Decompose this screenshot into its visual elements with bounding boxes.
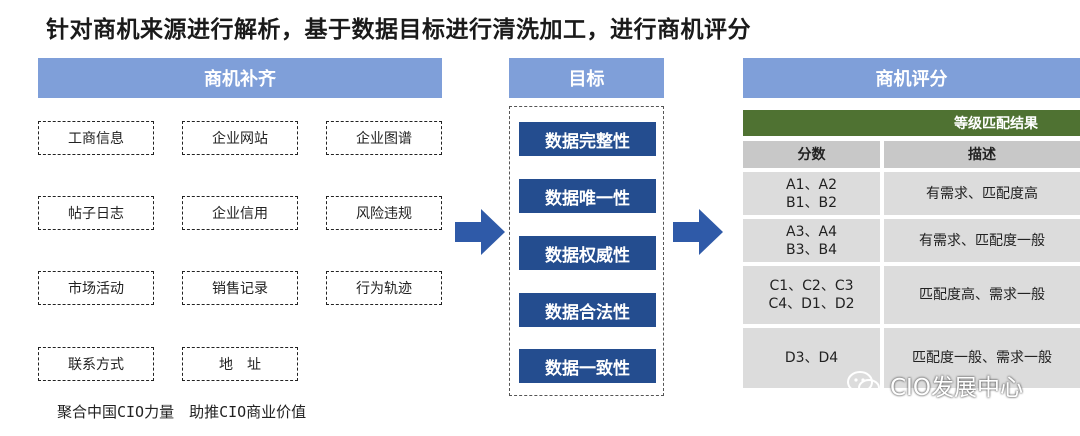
source-item: 行为轨迹 (326, 271, 442, 305)
goal-panel-header: 目标 (509, 58, 664, 98)
score-cell: C1、C2、C3 C4、D1、D2 (743, 266, 880, 324)
score-cell: A3、A4 B3、B4 (743, 219, 880, 262)
source-item: 帖子日志 (38, 196, 154, 230)
desc-cell: 有需求、匹配度一般 (884, 219, 1080, 262)
column-header-score: 分数 (743, 141, 880, 168)
source-item: 企业网站 (182, 121, 298, 155)
score-line: A1、A2 (786, 176, 837, 193)
score-line: C1、C2、C3 (769, 278, 854, 294)
source-item: 联系方式 (38, 347, 154, 381)
desc-cell: 匹配度高、需求一般 (884, 266, 1080, 324)
source-item: 企业信用 (182, 196, 298, 230)
flow-arrow-icon (455, 209, 505, 255)
watermark-text: CIO发展中心 (890, 375, 1023, 401)
desc-cell: 匹配度一般、需求一般 (884, 328, 1080, 388)
score-line: B3、B4 (785, 241, 838, 258)
source-item: 工商信息 (38, 121, 154, 155)
score-cell: D3、D4 (743, 328, 880, 388)
score-line: B1、B2 (785, 194, 838, 211)
wechat-icon (847, 371, 880, 397)
page-title: 针对商机来源进行解析，基于数据目标进行清洗加工，进行商机评分 (46, 17, 751, 43)
footer-slogan: 聚合中国CIO力量 助推CIO商业价值 (57, 403, 307, 421)
result-label: 等级匹配结果 (743, 110, 1080, 136)
goal-item: 数据唯一性 (519, 179, 656, 213)
source-item: 企业图谱 (326, 121, 442, 155)
score-cell: A1、A2 B1、B2 (743, 172, 880, 215)
goal-group: 数据完整性 数据唯一性 数据权威性 数据合法性 数据一致性 (509, 106, 664, 396)
goal-item: 数据权威性 (519, 236, 656, 270)
score-panel-header: 商机评分 (743, 58, 1080, 98)
goal-item: 数据一致性 (519, 349, 656, 383)
score-line: A3、A4 (786, 223, 837, 240)
source-item: 地 址 (182, 347, 298, 381)
column-header-desc: 描述 (884, 141, 1080, 168)
goal-item: 数据完整性 (519, 122, 656, 156)
flow-arrow-icon (673, 209, 723, 255)
source-panel-header: 商机补齐 (38, 58, 442, 98)
goal-item: 数据合法性 (519, 293, 656, 327)
score-line: C4、D1、D2 (768, 296, 855, 312)
source-item: 销售记录 (182, 271, 298, 305)
source-item: 市场活动 (38, 271, 154, 305)
watermark: CIO发展中心 (846, 368, 1023, 402)
source-item: 风险违规 (326, 196, 442, 230)
desc-cell: 有需求、匹配度高 (884, 172, 1080, 215)
